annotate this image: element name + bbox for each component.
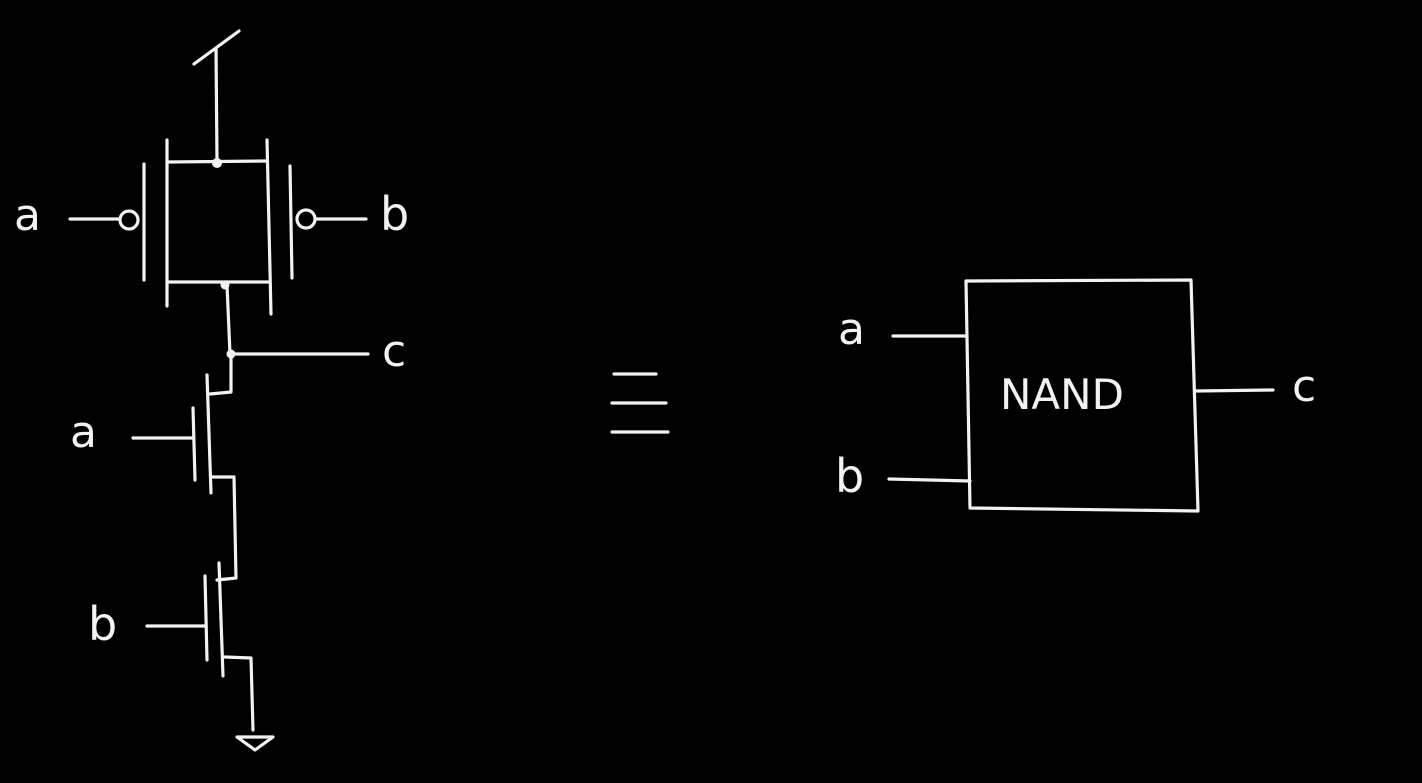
output-c-label: c — [382, 326, 406, 377]
output-node-wire — [225, 283, 232, 356]
nmos-b-label: b — [88, 597, 117, 651]
ground-symbol — [235, 735, 275, 752]
input-b-wire — [887, 477, 972, 483]
pmos-b-label: b — [380, 187, 409, 241]
pmos-transistor-b — [265, 138, 368, 316]
pmos-transistor-a — [68, 138, 169, 308]
nmos-transistor-b — [145, 561, 255, 732]
gate-name: NAND — [1000, 370, 1124, 419]
nmos-a-label: a — [70, 407, 97, 458]
cmos-nand-circuit: a b c a b — [14, 29, 409, 752]
gate-output-c-label: c — [1292, 361, 1316, 412]
gate-input-a-label: a — [838, 304, 865, 355]
equivalence-symbol: ≡ — [610, 372, 670, 434]
gate-input-b-label: b — [835, 449, 864, 503]
nand-box — [964, 278, 1200, 513]
vdd-symbol — [192, 29, 241, 164]
pmos-a-label: a — [14, 190, 41, 241]
vdd-junction-dot — [212, 158, 222, 168]
output-c-wire — [1194, 388, 1275, 393]
nmos-transistor-a — [131, 354, 238, 582]
nand-gate-block: NAND a b c — [835, 278, 1316, 513]
